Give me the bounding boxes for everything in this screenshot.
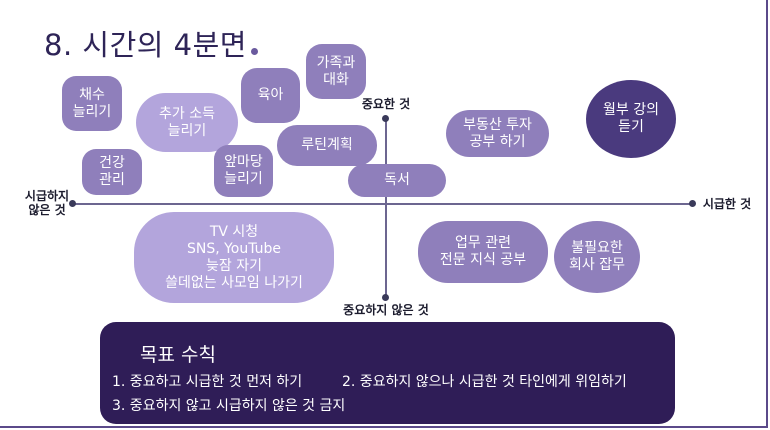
goals-panel: 목표 수칙 1. 중요하고 시급한 것 먼저 하기 2. 중요하지 않으나 시급…: [100, 322, 675, 424]
axis-left-end-dot: [69, 200, 76, 207]
axis-top-end-dot: [382, 115, 389, 122]
bubble-parenting: 육아: [241, 68, 300, 123]
bubble-health: 건강 관리: [82, 149, 142, 195]
bubble-add-income: 추가 소득 늘리기: [136, 93, 238, 152]
goal-rule-1: 1. 중요하고 시급한 것 먼저 하기: [112, 374, 303, 390]
axis-right-end-dot: [689, 200, 696, 207]
axis-label-urgent: 시급한 것: [702, 197, 752, 211]
axis-label-not-urgent: 시급하지 않은 것: [24, 189, 70, 217]
bubble-side-job: 앞마당 늘리기: [214, 145, 273, 197]
urgency-axis: [72, 203, 692, 205]
goal-rule-3: 3. 중요하지 않고 시급하지 않은 것 금지: [112, 398, 346, 414]
bubble-monthly-lecture: 월부 강의 듣기: [586, 80, 676, 158]
bubble-family-talk: 가족과 대화: [306, 44, 366, 99]
page-title: 8. 시간의 4분면: [44, 22, 258, 64]
bubble-chores: 불필요한 회사 잡무: [554, 221, 640, 293]
bubble-routine: 루틴계획: [277, 125, 377, 166]
goal-rule-2: 2. 중요하지 않으나 시급한 것 타인에게 위임하기: [342, 374, 627, 390]
axis-label-important: 중요한 것: [361, 97, 411, 111]
importance-axis: [385, 118, 387, 298]
axis-bottom-end-dot: [382, 294, 389, 301]
bubble-waste-activities: TV 시청 SNS, YouTube 늦잠 자기 쓸데없는 사모임 나가기: [134, 212, 334, 303]
bubble-realestate: 부동산 투자 공부 하기: [446, 110, 549, 157]
axis-label-not-important: 중요하지 않은 것: [343, 303, 429, 317]
goals-title: 목표 수칙: [140, 344, 216, 366]
bubble-work-study: 업무 관련 전문 지식 공부: [418, 221, 548, 283]
bubble-raise-salary: 채수 늘리기: [62, 76, 122, 131]
title-bullet-icon: [250, 48, 258, 55]
bubble-reading: 독서: [348, 164, 446, 197]
